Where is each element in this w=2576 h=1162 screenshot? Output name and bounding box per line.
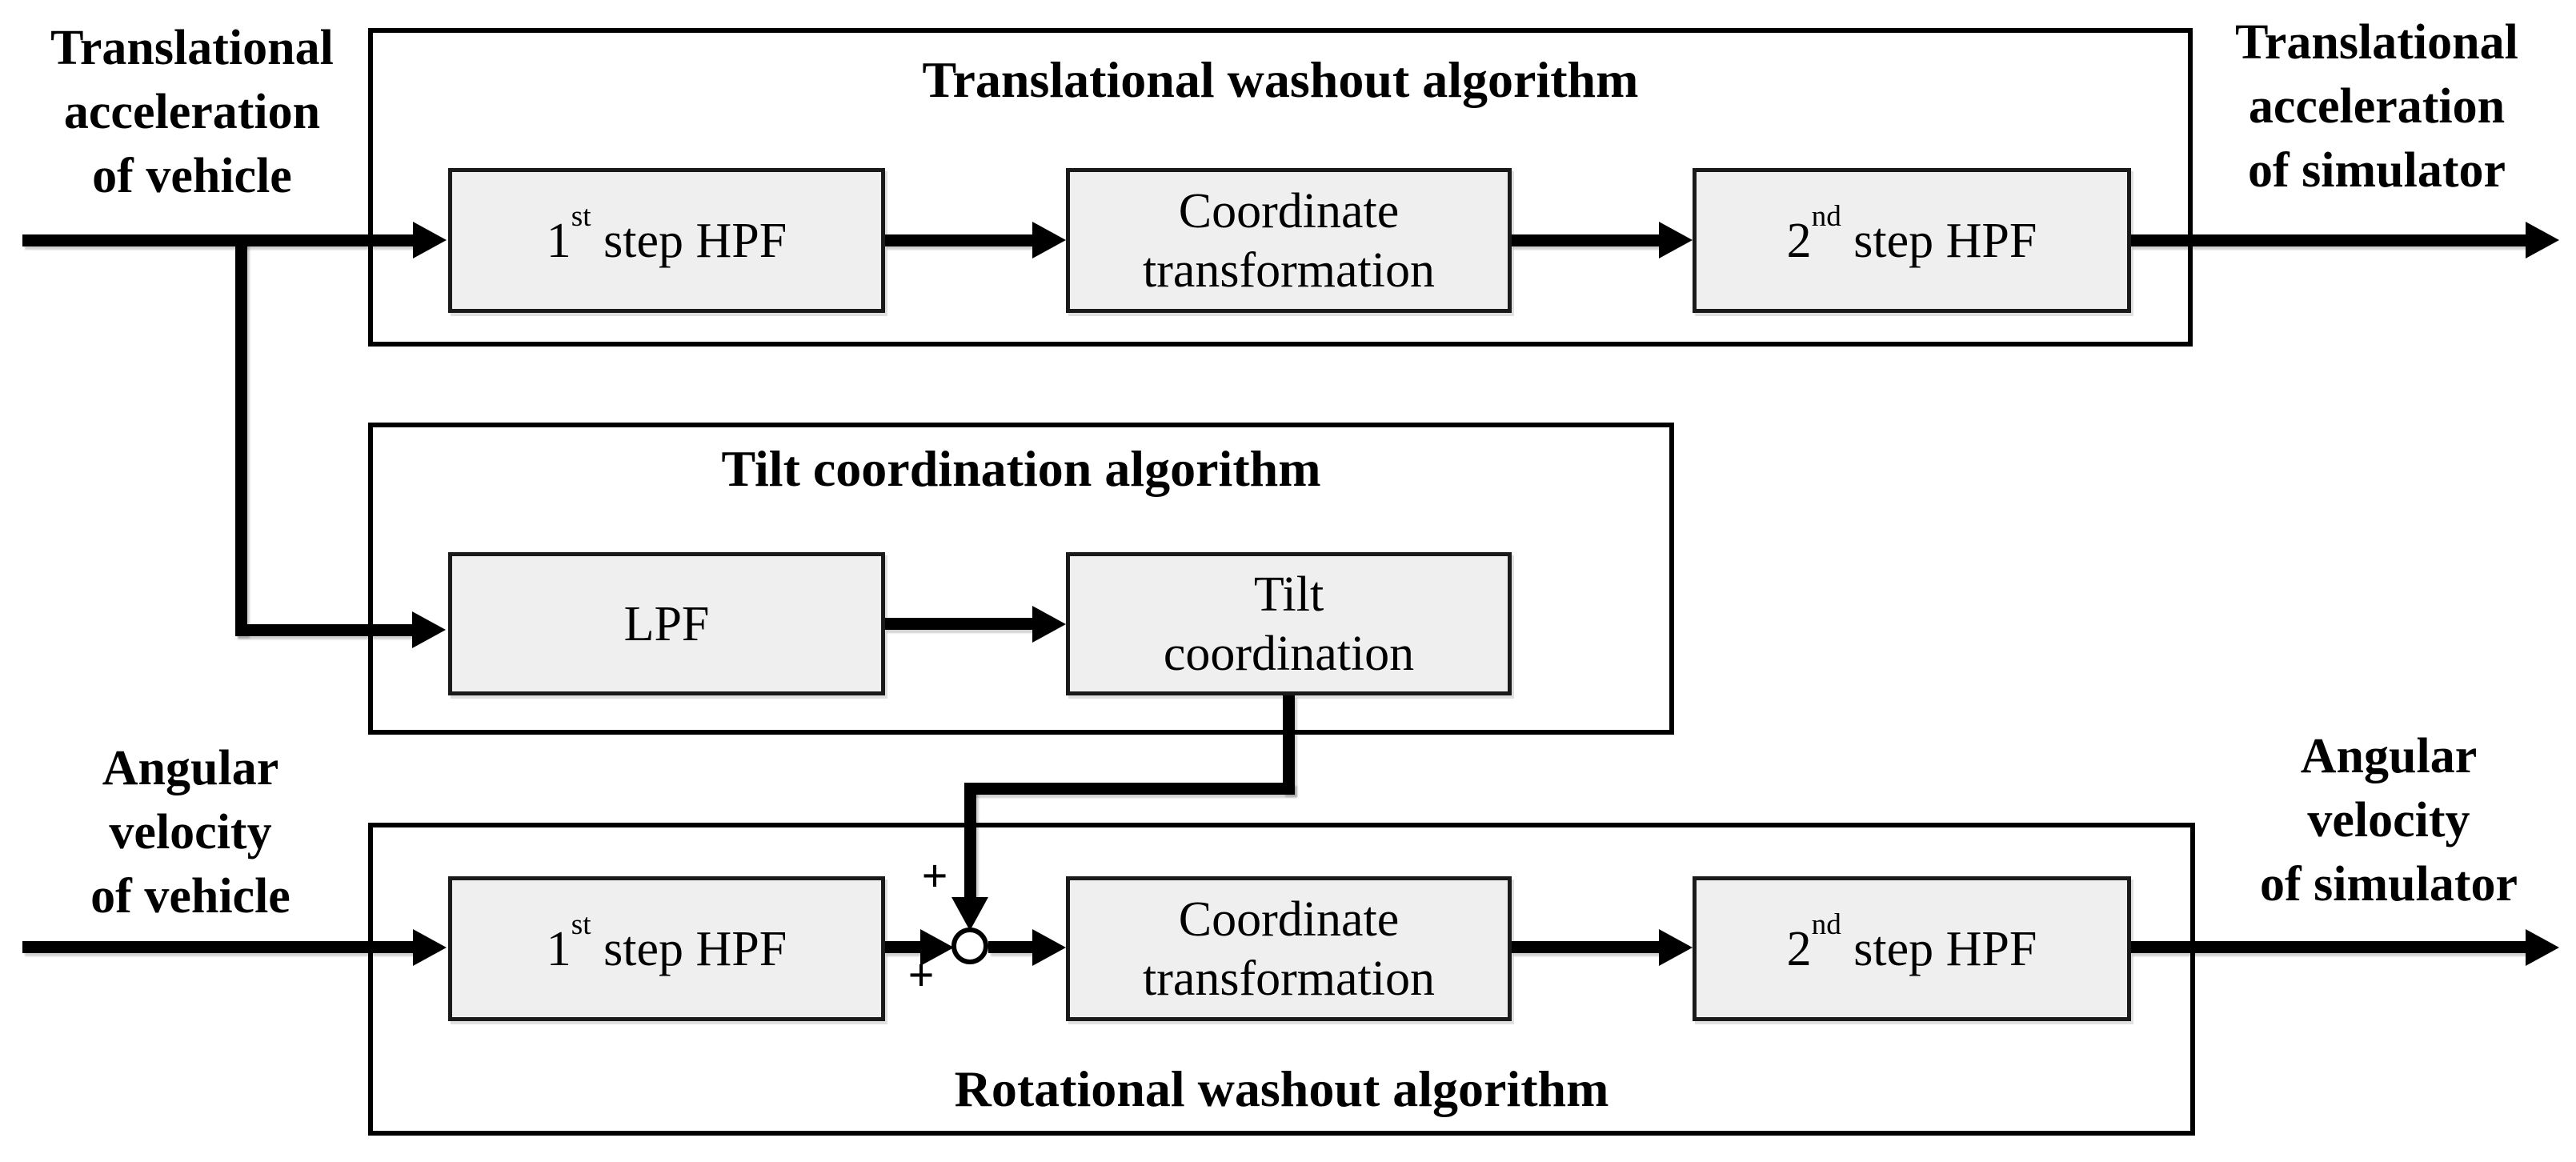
label-line: Translational bbox=[50, 21, 334, 75]
summing-junction-circle bbox=[951, 928, 988, 964]
line-coord-to-hpf2-top bbox=[1511, 234, 1661, 246]
line-coord-to-hpf2-bottom bbox=[1511, 941, 1661, 953]
block-second-step-hpf-rotational: 2nd step HPF bbox=[1693, 876, 2131, 1021]
tilt-drop-line-jog bbox=[964, 783, 1295, 795]
arrowhead-into-hpf1-bottom bbox=[413, 929, 447, 966]
label-line: Translational bbox=[2235, 15, 2518, 70]
label-translational-acceleration-of-simulator: Translational acceleration of simulator bbox=[2235, 10, 2518, 202]
arrowhead-into-sum-left bbox=[920, 929, 954, 966]
block-lpf: LPF bbox=[448, 552, 885, 695]
arrowhead-into-coord-bottom bbox=[1032, 929, 1066, 966]
ordinal-superscript: st bbox=[571, 200, 591, 234]
output-line-translational bbox=[2130, 234, 2527, 246]
label-line: velocity bbox=[2307, 793, 2470, 847]
block-first-step-hpf-translational: 1st step HPF bbox=[448, 168, 885, 313]
block-label-line: Tilt bbox=[1253, 567, 1324, 622]
arrowhead-into-hpf1-top bbox=[413, 222, 447, 258]
block-label-line: transformation bbox=[1142, 242, 1435, 298]
block-label-line: Coordinate bbox=[1178, 892, 1400, 947]
block-second-step-hpf-translational: 2nd step HPF bbox=[1693, 168, 2131, 313]
line-hpf1-to-sum bbox=[884, 941, 924, 953]
arrowhead-output-angular bbox=[2526, 929, 2559, 966]
rotational-washout-container bbox=[368, 823, 2195, 1136]
branch-line-horizontal bbox=[235, 624, 418, 636]
tilt-drop-line-lower bbox=[964, 783, 976, 903]
arrowhead-into-summing-junction bbox=[951, 897, 988, 931]
label-line: Angular bbox=[2300, 729, 2478, 783]
arrowhead-output-translational bbox=[2526, 222, 2559, 258]
line-hpf1-to-coord-top bbox=[884, 234, 1034, 246]
tilt-coordination-title: Tilt coordination algorithm bbox=[721, 440, 1321, 497]
block-label: LPF bbox=[623, 596, 710, 651]
arrowhead-into-lpf bbox=[412, 611, 446, 648]
block-tilt-coordination: Tilt coordination bbox=[1066, 552, 1512, 695]
block-label-line: transformation bbox=[1142, 951, 1435, 1006]
plus-sign-top: + bbox=[921, 850, 948, 902]
block-label: 2nd step HPF bbox=[1786, 200, 2037, 268]
line-sum-to-coord bbox=[988, 941, 1034, 953]
translational-washout-title: Translational washout algorithm bbox=[922, 51, 1639, 108]
label-line: acceleration bbox=[2248, 79, 2506, 134]
input-line-translational bbox=[22, 234, 415, 246]
arrowhead-into-coord-top bbox=[1032, 222, 1066, 258]
translational-washout-container bbox=[368, 28, 2193, 347]
label-angular-velocity-of-vehicle: Angular velocity of vehicle bbox=[90, 736, 290, 928]
arrowhead-into-hpf2-bottom bbox=[1659, 929, 1693, 966]
plus-sign-left: + bbox=[907, 949, 935, 1001]
input-line-angular bbox=[22, 941, 415, 953]
block-label-line: coordination bbox=[1163, 626, 1415, 681]
label-line: of vehicle bbox=[90, 869, 290, 924]
line-lpf-to-tilt bbox=[884, 618, 1034, 630]
ordinal-superscript: nd bbox=[1811, 200, 1841, 234]
output-line-angular bbox=[2130, 941, 2527, 953]
block-label: 1st step HPF bbox=[546, 908, 787, 976]
label-line: velocity bbox=[109, 805, 272, 859]
label-angular-velocity-of-simulator: Angular velocity of simulator bbox=[2260, 724, 2518, 916]
ordinal-superscript: nd bbox=[1811, 908, 1841, 942]
rotational-washout-title: Rotational washout algorithm bbox=[954, 1060, 1609, 1117]
block-label: 1st step HPF bbox=[546, 200, 787, 268]
tilt-coordination-container bbox=[368, 423, 1674, 735]
label-line: Angular bbox=[102, 741, 279, 795]
ordinal-superscript: st bbox=[571, 908, 591, 942]
block-label: 2nd step HPF bbox=[1786, 908, 2037, 976]
block-coordinate-transformation-translational: Coordinate transformation bbox=[1066, 168, 1512, 313]
label-line: of simulator bbox=[2247, 143, 2506, 198]
label-translational-acceleration-of-vehicle: Translational acceleration of vehicle bbox=[50, 16, 334, 208]
block-first-step-hpf-rotational: 1st step HPF bbox=[448, 876, 885, 1021]
arrowhead-into-hpf2-top bbox=[1659, 222, 1693, 258]
arrowhead-into-tilt bbox=[1032, 606, 1066, 643]
label-line: acceleration bbox=[63, 85, 321, 139]
block-coordinate-transformation-rotational: Coordinate transformation bbox=[1066, 876, 1512, 1021]
label-line: of vehicle bbox=[92, 149, 292, 203]
block-label-line: Coordinate bbox=[1178, 183, 1400, 238]
tilt-drop-line-upper bbox=[1283, 695, 1295, 794]
label-line: of simulator bbox=[2259, 857, 2518, 912]
branch-line-vertical bbox=[235, 234, 247, 635]
